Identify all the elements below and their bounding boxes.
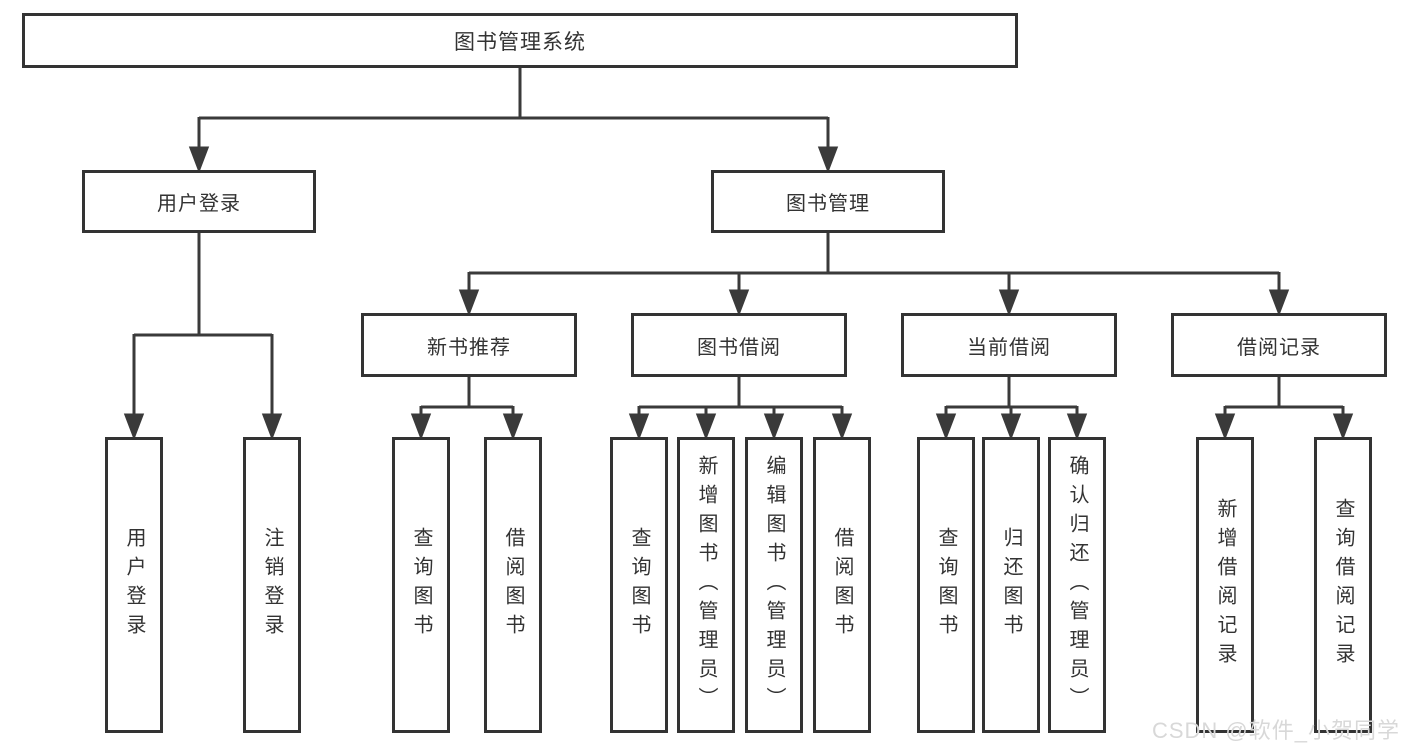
- node-add-books-admin: 新增图书（管理员）: [677, 437, 735, 733]
- node-label: 编辑图书（管理员）: [763, 454, 785, 716]
- node-library-management-system: 图书管理系统: [22, 13, 1018, 68]
- node-user-login-leaf: 用户登录: [105, 437, 163, 733]
- node-new-book-recommendation: 新书推荐: [361, 313, 577, 377]
- node-borrow-books: 借阅图书: [813, 437, 871, 733]
- node-query-books-current: 查询图书: [917, 437, 975, 733]
- node-borrow-books-recommend: 借阅图书: [484, 437, 542, 733]
- node-book-borrowing: 图书借阅: [631, 313, 847, 377]
- node-label: 图书借阅: [697, 336, 781, 359]
- node-label: 查询借阅记录: [1332, 498, 1354, 672]
- node-label: 借阅图书: [831, 527, 853, 643]
- arrow-down-icon: [628, 413, 650, 441]
- node-label: 图书管理系统: [454, 30, 586, 54]
- arrow-down-icon: [935, 413, 957, 441]
- arrow-down-icon: [817, 146, 839, 174]
- node-user-login: 用户登录: [82, 170, 316, 233]
- node-borrowing-records: 借阅记录: [1171, 313, 1387, 377]
- node-label: 查询图书: [935, 527, 957, 643]
- node-label: 查询图书: [410, 527, 432, 643]
- node-logout: 注销登录: [243, 437, 301, 733]
- arrow-down-icon: [123, 413, 145, 441]
- node-book-management: 图书管理: [711, 170, 945, 233]
- node-label: 用户登录: [157, 193, 241, 215]
- node-add-borrow-record: 新增借阅记录: [1196, 437, 1254, 733]
- node-query-borrow-record: 查询借阅记录: [1314, 437, 1372, 733]
- node-label: 用户登录: [123, 527, 145, 643]
- node-label: 归还图书: [1000, 527, 1022, 643]
- arrow-down-icon: [458, 289, 480, 317]
- arrow-down-icon: [1000, 413, 1022, 441]
- arrow-down-icon: [410, 413, 432, 441]
- arrow-down-icon: [831, 413, 853, 441]
- node-label: 新书推荐: [427, 336, 511, 359]
- node-label: 新增借阅记录: [1214, 498, 1236, 672]
- node-label: 借阅图书: [502, 527, 524, 643]
- node-current-borrowing: 当前借阅: [901, 313, 1117, 377]
- node-label: 注销登录: [261, 527, 283, 643]
- node-label: 查询图书: [628, 527, 650, 643]
- node-label: 当前借阅: [967, 336, 1051, 359]
- arrow-down-icon: [728, 289, 750, 317]
- csdn-watermark: CSDN @软件_小贺同学: [1151, 718, 1400, 743]
- node-label: 借阅记录: [1237, 336, 1321, 359]
- arrow-down-icon: [1268, 289, 1290, 317]
- node-query-books-borrowing: 查询图书: [610, 437, 668, 733]
- arrow-down-icon: [1332, 413, 1354, 441]
- arrow-down-icon: [188, 146, 210, 174]
- node-query-books-recommend: 查询图书: [392, 437, 450, 733]
- arrow-down-icon: [261, 413, 283, 441]
- arrow-down-icon: [1066, 413, 1088, 441]
- node-label: 图书管理: [786, 193, 870, 215]
- arrow-down-icon: [1214, 413, 1236, 441]
- node-edit-books-admin: 编辑图书（管理员）: [745, 437, 803, 733]
- arrow-down-icon: [502, 413, 524, 441]
- node-label: 确认归还（管理员）: [1066, 454, 1088, 716]
- node-label: 新增图书（管理员）: [695, 454, 717, 716]
- arrow-down-icon: [998, 289, 1020, 317]
- arrow-down-icon: [695, 413, 717, 441]
- node-return-books: 归还图书: [982, 437, 1040, 733]
- node-confirm-return-admin: 确认归还（管理员）: [1048, 437, 1106, 733]
- arrow-down-icon: [763, 413, 785, 441]
